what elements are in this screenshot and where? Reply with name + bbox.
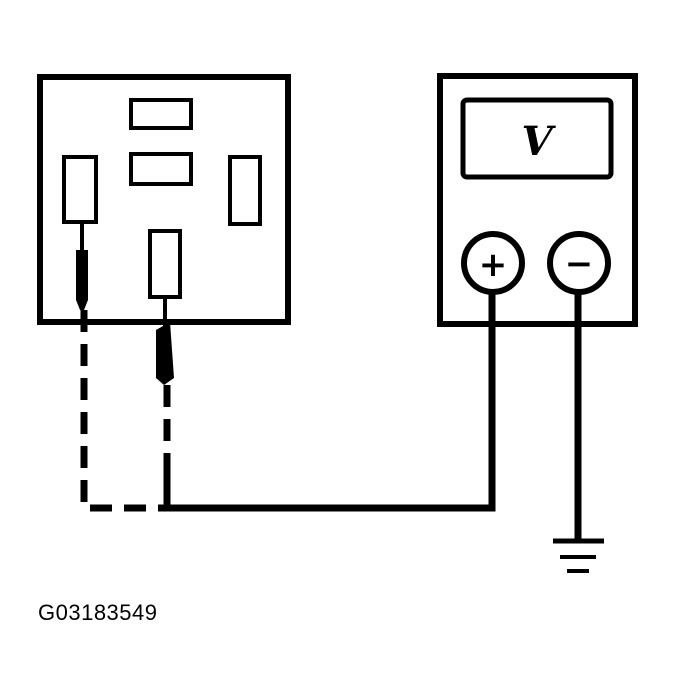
- positive-terminal-sign: +: [479, 245, 508, 285]
- connector-slot-center-bottom: [148, 229, 182, 299]
- ground-symbol: [553, 538, 604, 573]
- voltmeter-display-symbol: V: [521, 118, 556, 165]
- connector-slot-top: [129, 98, 193, 130]
- voltmeter: V + −: [437, 73, 638, 327]
- figure-id: G03183549: [38, 600, 158, 625]
- negative-terminal: [547, 231, 611, 295]
- voltmeter-display: [460, 97, 614, 180]
- probe-center-body: [156, 322, 174, 385]
- test-probes: [76, 220, 174, 385]
- connector-slot-left: [62, 155, 98, 224]
- negative-terminal-sign: −: [565, 244, 594, 284]
- probe-left-body: [76, 250, 88, 310]
- jumper-wire-dashed: [80, 310, 165, 512]
- voltmeter-housing: [437, 73, 638, 327]
- connector-slot-middle: [129, 152, 193, 186]
- positive-lead-wire: [163, 292, 496, 512]
- connector-slot-right: [228, 155, 262, 226]
- positive-terminal: [461, 231, 525, 295]
